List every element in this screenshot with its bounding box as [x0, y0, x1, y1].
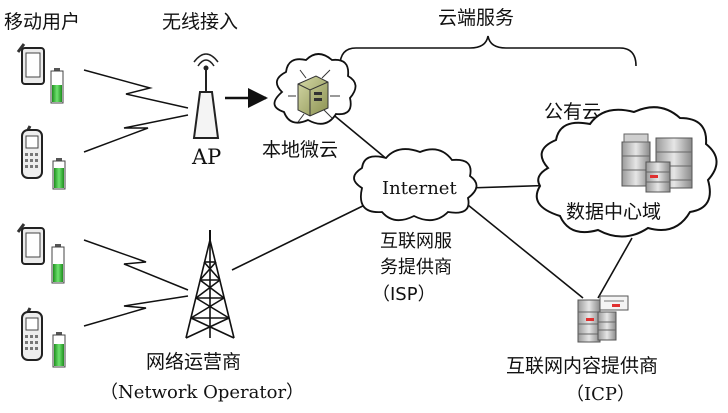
local-microcloud-label: 本地微云 [262, 139, 338, 161]
internet-cloud [353, 148, 478, 222]
mobile-device-1 [16, 43, 64, 104]
icp-label-line2: （ICP） [566, 384, 635, 405]
link-publiccloud-icp [597, 237, 633, 299]
access-point-icon [192, 53, 220, 139]
router-icon [288, 69, 340, 123]
battery-icon [50, 68, 64, 104]
battery-icon [52, 332, 66, 368]
isp-label-line3: （ISP） [372, 284, 436, 305]
wireless-access-header: 无线接入 [162, 11, 238, 33]
icp-server [577, 295, 629, 343]
server-icon [599, 295, 629, 311]
wireless-link-4 [83, 295, 189, 327]
battery-icon [52, 158, 66, 190]
tablet-icon [16, 43, 45, 85]
local-microcloud [273, 53, 357, 125]
datacenter-servers [621, 133, 693, 193]
feature-phone-icon [21, 307, 43, 361]
server-icon [577, 299, 601, 343]
ap-label: AP [191, 145, 221, 169]
wireless-link-1 [83, 69, 189, 109]
lightning-link-icon [83, 69, 189, 327]
operator-label-line2: （Network Operator） [100, 382, 304, 403]
wireless-link-3 [83, 239, 189, 291]
cloud-services-brace [339, 35, 637, 67]
isp-label-line2: 务提供商 [380, 257, 452, 278]
icp-label-line1: 互联网内容提供商 [506, 355, 658, 377]
isp-label-line1: 互联网服 [380, 231, 452, 252]
mobile-device-3 [16, 223, 65, 284]
feature-phone-icon [21, 125, 43, 179]
internet-label: Internet [382, 178, 457, 199]
cell-tower-icon [185, 230, 235, 339]
server-icon [621, 133, 651, 187]
operator-label-line1: 网络运营商 [146, 351, 241, 373]
public-cloud-label: 公有云 [544, 101, 601, 123]
link-operator-internet [231, 199, 376, 271]
mobile-users-header: 移动用户 [4, 11, 80, 33]
datacenter-label: 数据中心域 [566, 201, 661, 223]
server-icon [645, 161, 671, 193]
link-internet-icp [467, 204, 584, 299]
cloud-services-header: 云端服务 [438, 7, 514, 29]
mobile-device-2 [21, 125, 66, 190]
battery-icon [51, 244, 65, 284]
tablet-icon [16, 223, 45, 265]
wireless-link-2 [83, 114, 189, 153]
mobile-device-4 [21, 307, 66, 368]
server-icon [597, 311, 617, 341]
